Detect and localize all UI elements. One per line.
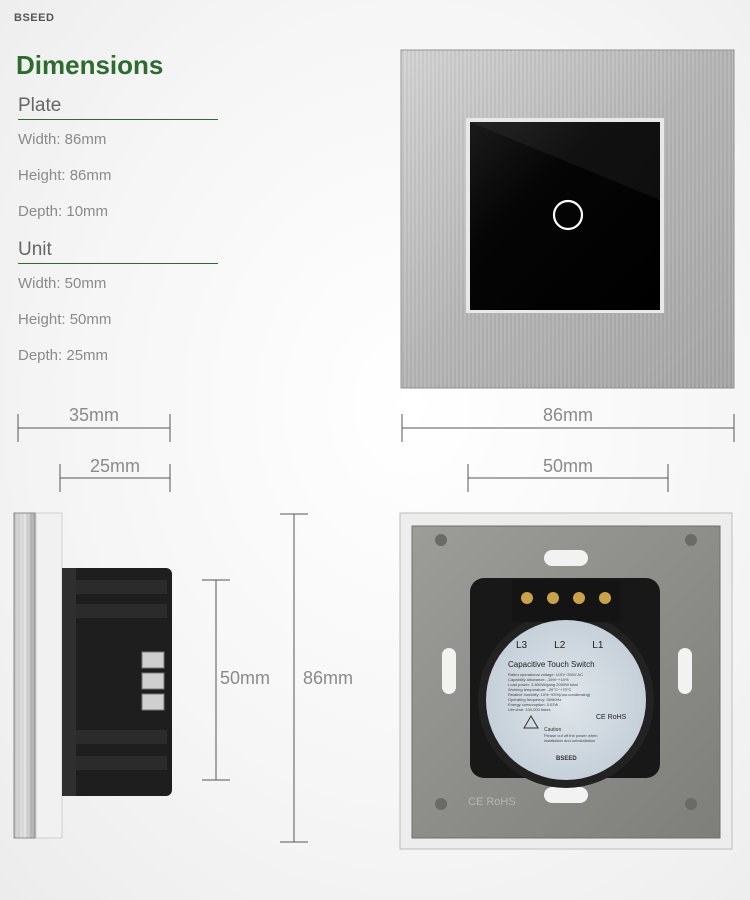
terminal-labels: L3 L2 L1 L [516,640,636,651]
unit-height: Height: 50mm [18,311,112,328]
unit-width: Width: 50mm [18,275,107,292]
page-title: Dimensions [16,50,164,80]
terminal-l: L [630,640,636,651]
front-plate [400,49,735,389]
terminal-screws [521,592,611,604]
plate-depth: Depth: 10mm [18,203,109,220]
unit-depth: Depth: 25mm [18,347,109,364]
dim-side-total: 35mm [68,405,119,425]
caution-text: Please cut off the power when installati… [544,733,598,743]
terminal-l2: L2 [554,640,566,651]
dim-vertical-unit: 50mm [220,668,271,688]
dimension-lines [17,414,735,843]
touch-button-icon [552,199,584,231]
label-marks: CE RoHS [596,714,627,721]
unit-heading: Unit [18,239,218,264]
label-line: Operating frequency: 50/60Hz [508,697,562,702]
label-line: Working temperature: -20°C~+70°C [508,687,572,692]
terminal-l1: L1 [592,640,604,651]
label-line: Capability allowance: -15%~+10% [508,677,569,682]
plate-width: Width: 86mm [18,131,107,148]
label-line: Rated operational voltage: 110V~250V AC [508,672,583,677]
terminal-l3: L3 [516,640,528,651]
label-title: Capacitive Touch Switch [508,660,595,669]
label-line: Relative humidity: 10%~93%(non-condensin… [508,692,591,697]
brand-logo: BSEED [14,12,55,24]
plate-marks: CE RoHS [468,796,516,808]
plate-height: Height: 86mm [18,167,112,184]
glass-panel [470,122,660,310]
back-view [399,512,733,850]
label-line: Load power: 3-800W/gang 2000W total [508,682,578,687]
label-specs: Rated operational voltage: 110V~250V AC … [508,672,628,712]
spec-label [486,620,646,780]
side-view [13,512,172,839]
dim-vertical-plate: 86mm [303,668,354,688]
plate-heading: Plate [18,95,218,120]
dim-back-unit: 50mm [542,456,593,476]
caution-title: Caution [544,727,562,733]
dim-front-plate: 86mm [542,405,593,425]
dim-side-unit: 25mm [89,456,140,476]
label-line: Energy consumption: 0.02W [508,702,559,707]
label-brand: BSEED [556,756,577,762]
label-line: Life time: 100,000 times [508,707,551,712]
